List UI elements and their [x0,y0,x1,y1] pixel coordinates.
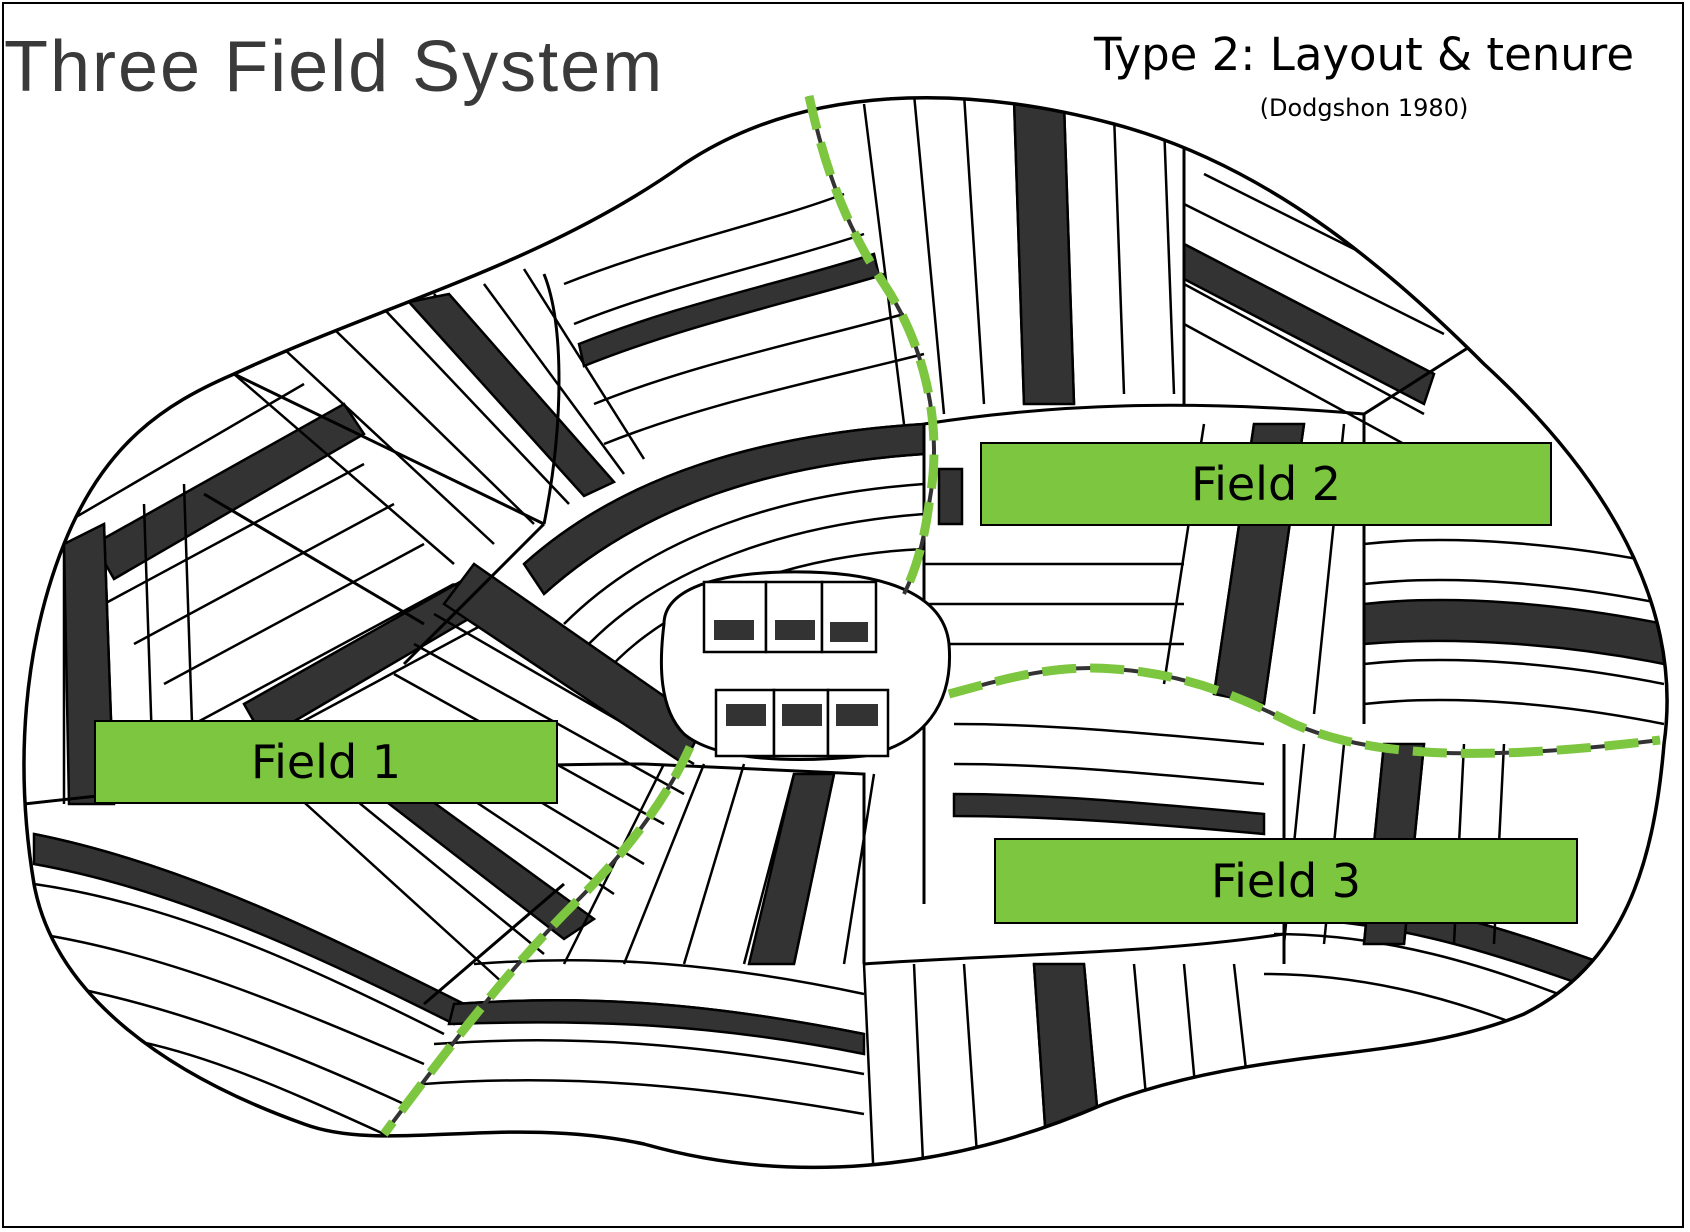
furlong-southeast-vertical [862,962,1261,1168]
house-6 [836,704,878,726]
house-2 [775,620,815,640]
furlong-central [924,467,1266,836]
furlong-south [423,959,866,1116]
house-4 [726,704,766,726]
field-system-diagram [22,95,1669,1170]
furlong-upper [563,192,925,446]
furlong-southwest [32,832,466,1136]
furlong-south-central [562,763,876,966]
citation: (Dodgshon 1980) [1259,94,1469,122]
boundary-north-east [807,95,936,595]
village [659,570,952,762]
house-plot-2 [764,580,824,654]
furlong-strips [24,97,1666,1168]
field-2-label: Field 2 [980,442,1552,526]
field-boundaries [380,95,1661,1137]
furlong-east [1362,538,1666,726]
furlong-northwest [63,382,496,766]
field-3-label: Field 3 [994,838,1578,924]
slide-subtitle: Type 2: Layout & tenure [1094,28,1634,81]
land-outline [22,95,1669,1170]
furlong-north-east-diagonal [1182,172,1465,446]
field-1-label: Field 1 [94,720,558,804]
boundary-east [948,666,1661,756]
house-3 [830,622,868,642]
page-title: Three Field System [4,27,665,107]
furlong-north-east-top [862,97,1176,425]
house-plot-1 [702,580,768,654]
house-5 [782,704,822,726]
house-1 [714,620,754,640]
